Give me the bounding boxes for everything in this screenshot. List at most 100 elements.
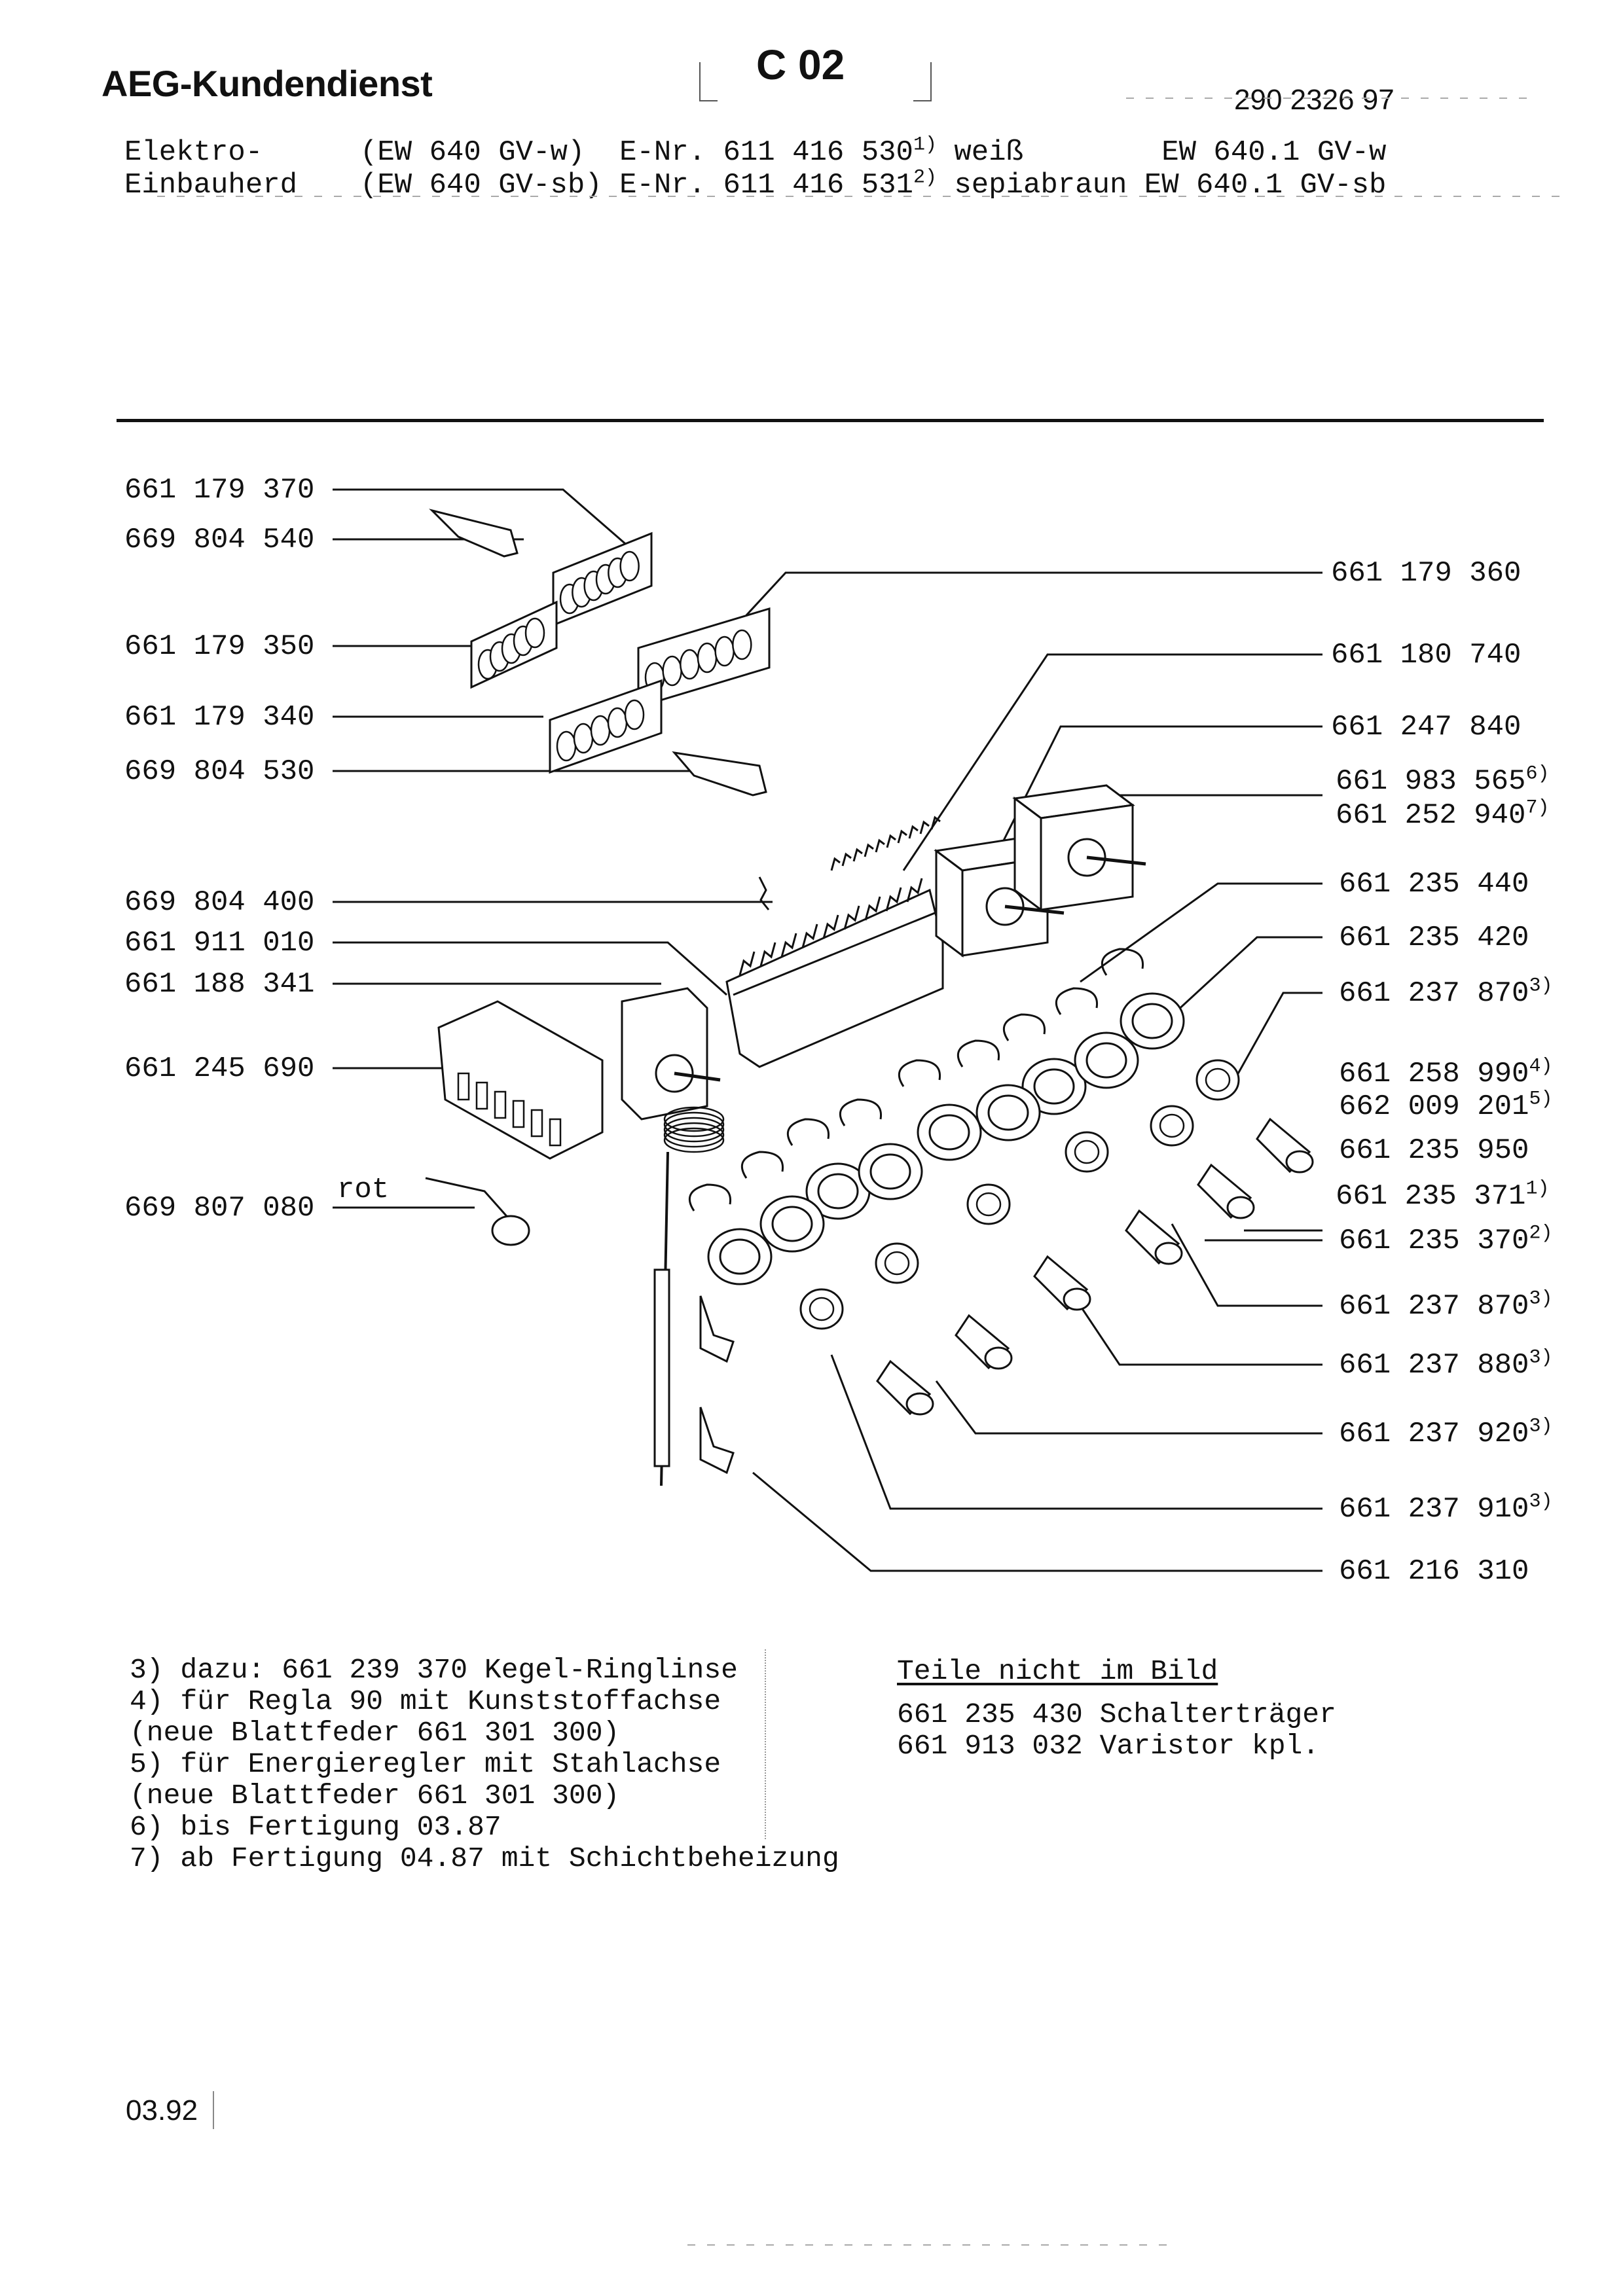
part-number-text: 661 237 920 bbox=[1339, 1418, 1529, 1450]
comb-tooth bbox=[739, 951, 756, 976]
footnote-line: (neue Blattfeder 661 301 300) bbox=[130, 1780, 620, 1812]
switch-terminal bbox=[549, 1118, 562, 1147]
sensor-bulb bbox=[653, 1268, 670, 1467]
part-number: 661 179 340 bbox=[124, 701, 315, 734]
header-rule bbox=[117, 419, 1544, 422]
lens-ring-inner bbox=[1205, 1067, 1231, 1092]
footnote-line: 7) ab Fertigung 04.87 mit Schichtbeheizu… bbox=[130, 1842, 839, 1874]
terminal-pin bbox=[607, 707, 628, 738]
switch-housing bbox=[725, 888, 944, 1068]
terminal-pin bbox=[732, 629, 752, 660]
bezel-clip bbox=[957, 1039, 1000, 1067]
lamp-lead bbox=[425, 1177, 512, 1221]
bezel-clip bbox=[839, 1098, 883, 1126]
terminal-pin bbox=[697, 642, 718, 673]
section-frame bbox=[699, 62, 932, 103]
switch-terminal bbox=[512, 1100, 525, 1128]
switch-terminal bbox=[475, 1081, 488, 1110]
footnotes-divider bbox=[765, 1649, 767, 1839]
lens-ring-inner bbox=[884, 1251, 910, 1276]
part-number-text: 661 252 940 bbox=[1336, 799, 1526, 832]
part-number: 661 180 740 bbox=[1331, 639, 1521, 672]
lens-ring bbox=[1065, 1131, 1109, 1173]
comb-tooth bbox=[843, 905, 860, 930]
lens-ring bbox=[799, 1288, 844, 1330]
knob-face bbox=[905, 1392, 934, 1416]
part-number: 669 807 080 bbox=[124, 1192, 315, 1225]
part-number: 661 983 5656) bbox=[1336, 764, 1549, 798]
device-type-line2: Einbauherd bbox=[124, 169, 298, 202]
part-number-text: 661 237 870 bbox=[1339, 977, 1529, 1010]
terminal-pin bbox=[590, 715, 611, 746]
leader-line bbox=[1072, 1295, 1322, 1366]
comb-tooth bbox=[930, 816, 941, 830]
leader-line bbox=[830, 1354, 1322, 1510]
device-type-line1: Elektro- bbox=[124, 136, 263, 169]
part-number-text: 661 180 740 bbox=[1331, 639, 1522, 672]
part-number: 669 804 530 bbox=[124, 755, 315, 788]
part-number-text: 661 235 420 bbox=[1339, 922, 1529, 954]
comb-tooth bbox=[780, 933, 797, 958]
bezel-opening bbox=[869, 1153, 911, 1190]
knob-face bbox=[984, 1346, 1013, 1370]
part-footnote-ref: 3) bbox=[1529, 1287, 1553, 1310]
comb-tooth bbox=[897, 829, 907, 844]
shaft bbox=[1004, 905, 1065, 915]
section-code: C 02 bbox=[756, 41, 845, 88]
part-number: 661 235 440 bbox=[1339, 868, 1529, 901]
part-footnote-ref: 3) bbox=[1529, 975, 1553, 997]
lens-ring bbox=[1150, 1105, 1194, 1147]
leader-line bbox=[333, 488, 629, 548]
knob-bezel bbox=[839, 1098, 923, 1200]
selector-switch bbox=[437, 1000, 604, 1160]
housing-edge bbox=[733, 908, 943, 996]
part-number-text: 661 235 370 bbox=[1339, 1225, 1529, 1257]
capillary-coil bbox=[663, 1117, 725, 1143]
bezel-opening bbox=[771, 1206, 813, 1242]
comb-tooth bbox=[759, 942, 776, 967]
terminal-pin bbox=[680, 649, 700, 680]
part-footnote-ref: 5) bbox=[1529, 1088, 1553, 1111]
knob-face bbox=[1285, 1150, 1314, 1174]
bezel-opening bbox=[1131, 1003, 1173, 1039]
part-number-text: 661 247 840 bbox=[1331, 711, 1522, 744]
bezel-opening bbox=[1085, 1042, 1127, 1079]
footnote-line: 6) bis Fertigung 03.87 bbox=[130, 1811, 501, 1843]
energy-regulator bbox=[1012, 784, 1146, 912]
bezel-clip bbox=[898, 1059, 941, 1087]
comb-tooth bbox=[864, 896, 881, 921]
capillary-coil bbox=[663, 1122, 725, 1148]
part-number: 661 188 341 bbox=[124, 968, 315, 1001]
footnote-line: 4) für Regla 90 mit Kunststoffachse bbox=[130, 1685, 721, 1717]
part-footnote-ref: 2) bbox=[1529, 1222, 1553, 1245]
part-number: 661 237 9103) bbox=[1339, 1490, 1553, 1526]
part-number: 661 252 9407) bbox=[1336, 798, 1549, 832]
part-number-text: 661 216 310 bbox=[1339, 1555, 1529, 1588]
bezel-clip bbox=[1101, 948, 1144, 976]
part-footnote-ref: 3) bbox=[1529, 1346, 1553, 1369]
leader-line bbox=[935, 1380, 1322, 1435]
comb-tooth bbox=[886, 834, 896, 848]
part-number: 661 235 3702) bbox=[1339, 1222, 1553, 1257]
part-number: 661 258 9904) bbox=[1339, 1056, 1552, 1090]
part-number: 661 245 690 bbox=[124, 1052, 315, 1085]
cube-side bbox=[1013, 797, 1042, 912]
switch-terminal bbox=[494, 1090, 507, 1119]
part-footnote-ref: 3) bbox=[1529, 1490, 1553, 1513]
leader-line bbox=[333, 941, 727, 996]
terminal-block bbox=[552, 531, 653, 627]
part-number: 662 009 2015) bbox=[1339, 1088, 1553, 1123]
knob-bezel bbox=[786, 1118, 871, 1220]
knob-bezel bbox=[1101, 948, 1185, 1050]
clip bbox=[429, 509, 519, 558]
bezel-clip bbox=[786, 1118, 830, 1146]
bezel-opening bbox=[817, 1173, 859, 1210]
lens-ring-inner bbox=[976, 1192, 1002, 1217]
part-number: 661 237 8703) bbox=[1339, 1287, 1553, 1323]
leader-line bbox=[1230, 992, 1322, 1087]
terminal-pin bbox=[619, 550, 640, 582]
indicator-lamp bbox=[491, 1215, 530, 1246]
date-mark bbox=[213, 2091, 214, 2129]
part-number-text: 661 258 990 bbox=[1339, 1058, 1529, 1090]
